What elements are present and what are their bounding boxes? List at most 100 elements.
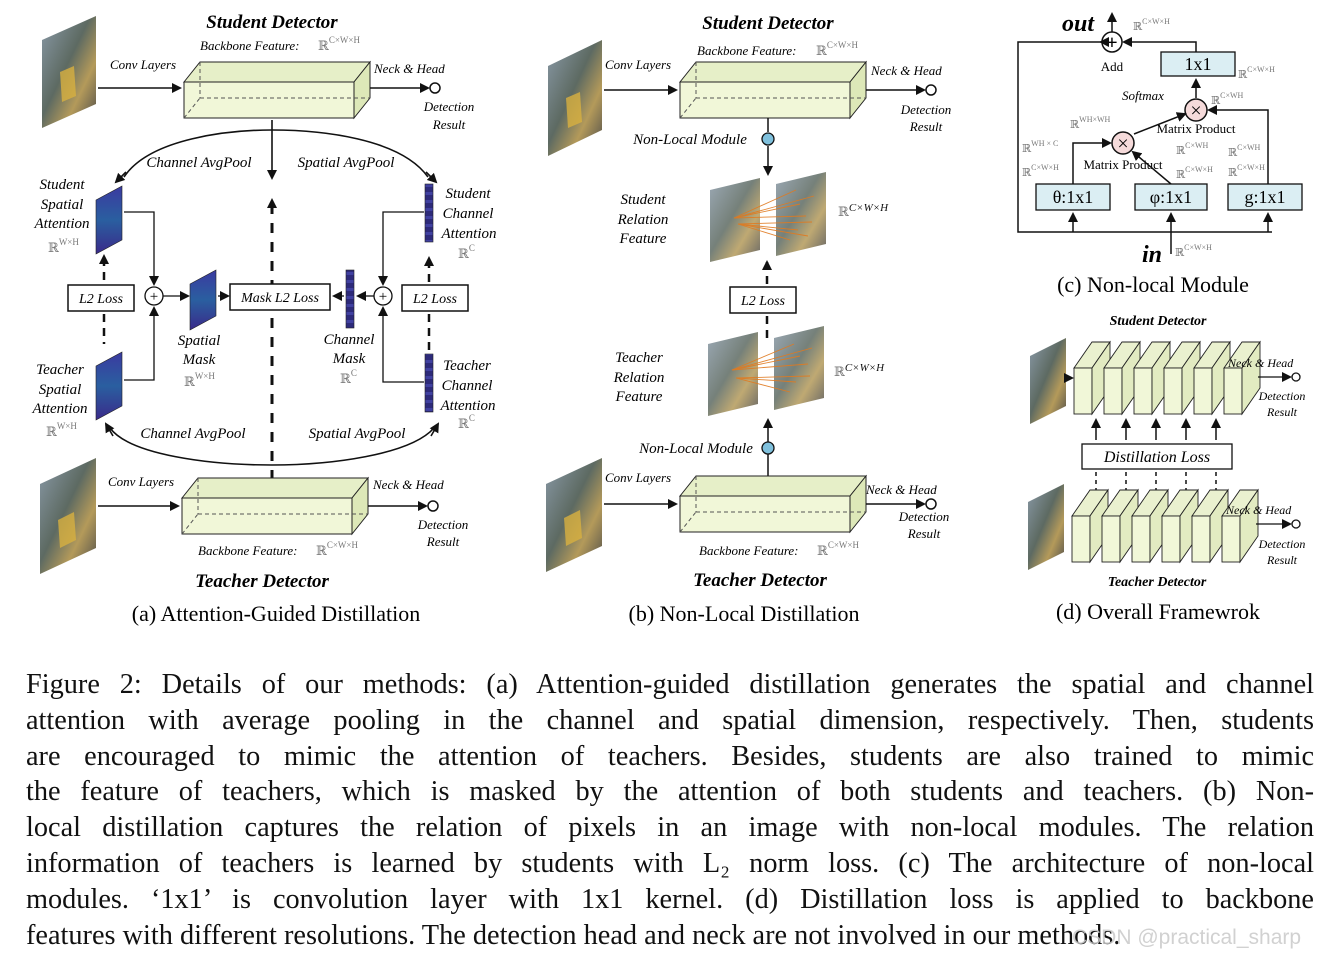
a-spatial-avgpool-top: Spatial AvgPool bbox=[298, 155, 395, 171]
a-det-bottom-1: Detection bbox=[417, 517, 469, 532]
a-l2-right: L2 Loss bbox=[412, 292, 458, 307]
b-nonlocal-bottom-node bbox=[761, 441, 775, 455]
panel-a: Student Detector Backbone Feature: ℝC×W×… bbox=[32, 12, 497, 626]
c-mp2-dim: ℝC×WH bbox=[1211, 91, 1244, 107]
b-det-top-1: Detection bbox=[900, 102, 952, 117]
a-student-channel-map bbox=[424, 183, 434, 243]
caption-line: features with different resolutions. The… bbox=[26, 919, 1121, 951]
a-student-spatial-dim: ℝW×H bbox=[48, 237, 79, 255]
b-student-rel-dim: ℝC×W×H bbox=[838, 202, 889, 219]
b-l2-box bbox=[729, 286, 797, 314]
panel-d: Student Detector Neck & Head bbox=[1028, 314, 1305, 624]
c-theta-dim-b: ℝC×W×H bbox=[1022, 163, 1059, 179]
caption-line: attention with average pooling in the ch… bbox=[26, 704, 1314, 736]
a-arc-bottom-right-head bbox=[429, 422, 440, 437]
d-input-image-bottom bbox=[1028, 484, 1064, 570]
c-residual bbox=[1017, 37, 1109, 233]
c-add: Add bbox=[1101, 59, 1124, 74]
b-det-bottom-2: Result bbox=[907, 526, 941, 541]
a-student-spatial-map bbox=[95, 185, 123, 255]
panel-b: Student Detector Backbone Feature: ℝC×W×… bbox=[546, 13, 951, 626]
b-student-rel-1: Student bbox=[621, 192, 667, 208]
c-theta-to-mp1 bbox=[1072, 138, 1112, 184]
c-g-to-mp2 bbox=[1207, 105, 1269, 184]
b-backbone-top-dim: ℝC×W×H bbox=[816, 40, 858, 58]
a-neck-top: Neck & Head bbox=[373, 61, 445, 76]
b-backbone-top-label: Backbone Feature: bbox=[697, 43, 797, 58]
a-arc-left-head bbox=[114, 171, 127, 184]
d-teacher-stages bbox=[1071, 488, 1259, 564]
caption-line: modules. ‘1x1’ is convolution layer with… bbox=[26, 883, 1314, 915]
b-backbone-bottom-label: Backbone Feature: bbox=[699, 543, 799, 558]
a-channel-mask-map bbox=[345, 269, 355, 329]
c-phi-to-mp1 bbox=[1131, 150, 1172, 185]
a-line-ts-plus bbox=[124, 306, 159, 381]
b-teacher-rel-3: Feature bbox=[615, 389, 663, 405]
a-feature-block-top bbox=[182, 60, 372, 120]
d-neck-top: Neck & Head bbox=[1227, 356, 1294, 370]
a-channel-mask-1: Channel bbox=[324, 332, 375, 348]
b-backbone-bottom-dim: ℝC×W×H bbox=[817, 540, 859, 558]
b-caption: (b) Non-Local Distillation bbox=[629, 601, 860, 626]
caption-line: information of teachers is learned by st… bbox=[26, 847, 1314, 879]
c-out-conv-to-add bbox=[1122, 37, 1197, 52]
a-neck-bottom: Neck & Head bbox=[372, 477, 444, 492]
caption-line: local distillation captures the relation… bbox=[26, 812, 1314, 844]
a-spatial-mask-2: Mask bbox=[182, 352, 216, 368]
c-caption: (c) Non-local Module bbox=[1057, 272, 1249, 297]
b-feature-block-bottom bbox=[678, 474, 868, 534]
d-title-teacher: Teacher Detector bbox=[1108, 575, 1207, 590]
c-g-dim-a: ℝC×WH bbox=[1228, 143, 1261, 159]
c-phi-box bbox=[1134, 183, 1208, 211]
d-det-bottom-1: Detection bbox=[1258, 537, 1306, 551]
a-line-ss-plus bbox=[124, 211, 159, 286]
a-teacher-channel-map bbox=[424, 353, 434, 413]
c-conv-out: 1x1 bbox=[1185, 54, 1212, 74]
b-student-relation-maps bbox=[710, 172, 826, 262]
d-det-top-node bbox=[1291, 372, 1301, 382]
d-det-top-1: Detection bbox=[1258, 389, 1306, 403]
caption-line: Figure 2: Details of our methods: (a) At… bbox=[26, 669, 1314, 700]
d-title-student: Student Detector bbox=[1110, 314, 1207, 329]
c-mp1-glyph: × bbox=[1117, 133, 1128, 155]
a-backbone-top-label: Backbone Feature: bbox=[200, 38, 300, 53]
c-theta-box bbox=[1035, 183, 1111, 211]
a-student-spatial-3: Attention bbox=[34, 216, 90, 232]
a-spatial-mask-dim: ℝW×H bbox=[184, 371, 215, 389]
a-arc-bottom-left-head bbox=[104, 422, 115, 437]
b-student-rel-3: Feature bbox=[619, 231, 667, 247]
c-g-dim-b: ℝC×W×H bbox=[1228, 163, 1265, 179]
c-add-glyph: + bbox=[1106, 32, 1117, 54]
a-channel-mask-2: Mask bbox=[332, 351, 366, 367]
a-student-spatial-2: Spatial bbox=[41, 197, 84, 213]
a-backbone-bottom-label: Backbone Feature: bbox=[198, 543, 298, 558]
c-mp1-dim-a: ℝWH×WH bbox=[1070, 115, 1111, 131]
a-det-top-node bbox=[429, 82, 441, 94]
c-in-dim: ℝC×W×H bbox=[1175, 243, 1212, 259]
a-input-image-bottom bbox=[40, 458, 96, 574]
b-title-student: Student Detector bbox=[702, 13, 834, 34]
a-det-top-2: Result bbox=[432, 117, 466, 132]
a-mask-l2: Mask L2 Loss bbox=[240, 291, 319, 306]
b-conv-top: Conv Layers bbox=[605, 57, 671, 72]
a-title-teacher: Teacher Detector bbox=[195, 571, 329, 592]
a-spatial-mask-map bbox=[189, 269, 217, 331]
d-distill-loss: Distillation Loss bbox=[1103, 449, 1210, 466]
caption-line: are encouraged to mimic the attention of… bbox=[26, 740, 1314, 772]
a-arc-bottom bbox=[109, 427, 435, 466]
a-teacher-spatial-map bbox=[95, 351, 123, 421]
b-neck-bottom: Neck & Head bbox=[865, 482, 937, 497]
d-input-image-top bbox=[1030, 338, 1066, 424]
a-l2-right-box bbox=[401, 284, 469, 312]
b-student-rel-2: Relation bbox=[617, 212, 669, 228]
caption-line: the feature of teachers, which is masked… bbox=[26, 776, 1314, 808]
b-nonlocal-top-node bbox=[761, 132, 775, 146]
panel-c: out ℝC×W×H + Add 1x1 ℝC×W×H × Softmax ℝC… bbox=[1017, 11, 1303, 297]
b-feature-block-top bbox=[678, 60, 868, 120]
a-spatial-mask-1: Spatial bbox=[178, 333, 221, 349]
d-det-top-2: Result bbox=[1266, 405, 1298, 419]
a-plus-left-glyph: + bbox=[150, 289, 158, 305]
b-det-bottom-node bbox=[925, 498, 937, 510]
a-conv-top: Conv Layers bbox=[110, 57, 176, 72]
b-det-bottom-1: Detection bbox=[898, 509, 950, 524]
